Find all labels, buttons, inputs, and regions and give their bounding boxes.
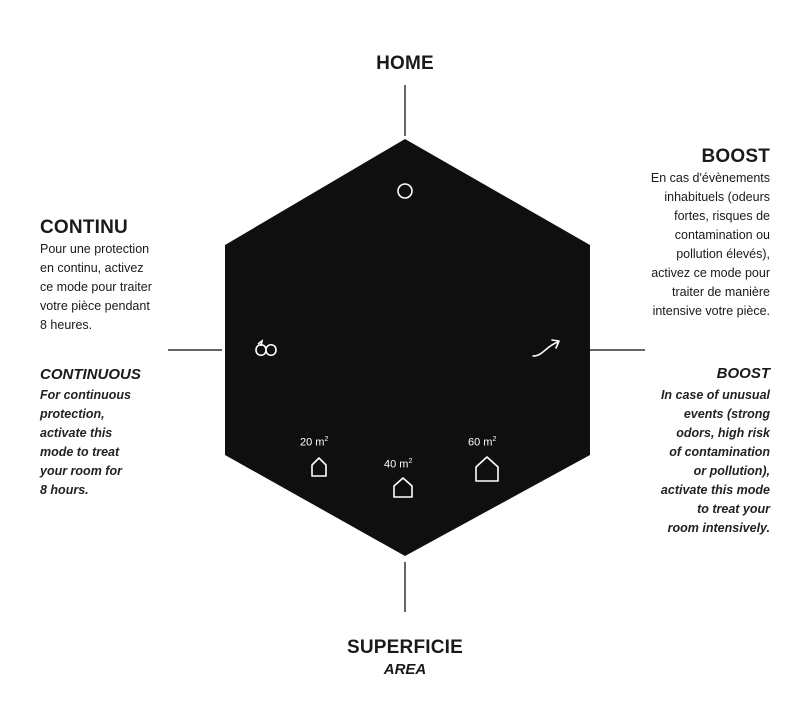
continu-description-en: For continuous protection, activate this… — [40, 386, 210, 500]
boost-line-en: room intensively. — [667, 521, 770, 535]
boost-line: En cas d'évènements — [650, 171, 770, 185]
continu-line: votre pièce pendant — [40, 299, 150, 313]
continu-line-en: For continuous — [40, 388, 131, 402]
continu-line-en: mode to treat — [40, 445, 120, 459]
mode-hexagon — [225, 139, 590, 556]
area-unit-sup: 2 — [324, 436, 329, 443]
area-value: 60 m — [468, 436, 493, 449]
area-value: 20 m — [300, 436, 325, 449]
boost-line: activez ce mode pour — [651, 266, 770, 280]
continu-description-fr: Pour une protection en continu, activez … — [40, 240, 210, 335]
area-label-60: 60 m2 — [468, 436, 496, 449]
house-medium-icon — [393, 477, 413, 498]
arrow-up-right-icon — [532, 339, 560, 357]
continu-line: Pour une protection — [40, 242, 150, 256]
boost-line-en: In case of unusual — [660, 388, 770, 402]
area-title: SUPERFICIE — [346, 637, 464, 658]
boost-line: intensive votre pièce. — [652, 304, 770, 318]
boost-line-en: odors, high risk — [676, 426, 770, 440]
house-large-icon — [475, 456, 499, 482]
circle-icon — [397, 183, 413, 199]
continu-line-en: activate this — [40, 426, 113, 440]
area-title-en: AREA — [383, 661, 427, 678]
continu-line: ce mode pour traiter — [40, 280, 152, 294]
continu-line-en: protection, — [40, 407, 105, 421]
boost-line: fortes, risques de — [674, 209, 770, 223]
area-label-20: 20 m2 — [300, 436, 328, 449]
home-title: HOME — [376, 53, 434, 74]
continu-line-en: 8 hours. — [40, 483, 89, 497]
area-unit-sup: 2 — [408, 458, 413, 465]
continu-line: 8 heures. — [40, 318, 93, 332]
continu-line-en: your room for — [40, 464, 122, 478]
house-small-icon — [311, 457, 327, 477]
boost-line: traiter de manière — [672, 285, 770, 299]
boost-title-en: BOOST — [716, 365, 770, 382]
infinity-icon — [255, 339, 277, 357]
boost-line: contamination ou — [674, 228, 770, 242]
boost-title: BOOST — [701, 146, 770, 167]
continu-title-en: CONTINUOUS — [40, 366, 141, 383]
area-label-40: 40 m2 — [384, 458, 412, 471]
boost-description-en: In case of unusual events (strong odors,… — [590, 386, 770, 538]
boost-line: pollution élevés), — [676, 247, 770, 261]
continu-title: CONTINU — [40, 217, 128, 238]
boost-line-en: activate this mode — [660, 483, 770, 497]
boost-description-fr: En cas d'évènements inhabituels (odeurs … — [590, 169, 770, 321]
area-value: 40 m — [384, 458, 409, 471]
boost-line-en: or pollution), — [693, 464, 770, 478]
area-unit-sup: 2 — [492, 436, 497, 443]
boost-line-en: of contamination — [669, 445, 770, 459]
boost-line: inhabituels (odeurs — [664, 190, 770, 204]
boost-line-en: to treat your — [697, 502, 770, 516]
continu-line: en continu, activez — [40, 261, 144, 275]
boost-line-en: events (strong — [683, 407, 770, 421]
